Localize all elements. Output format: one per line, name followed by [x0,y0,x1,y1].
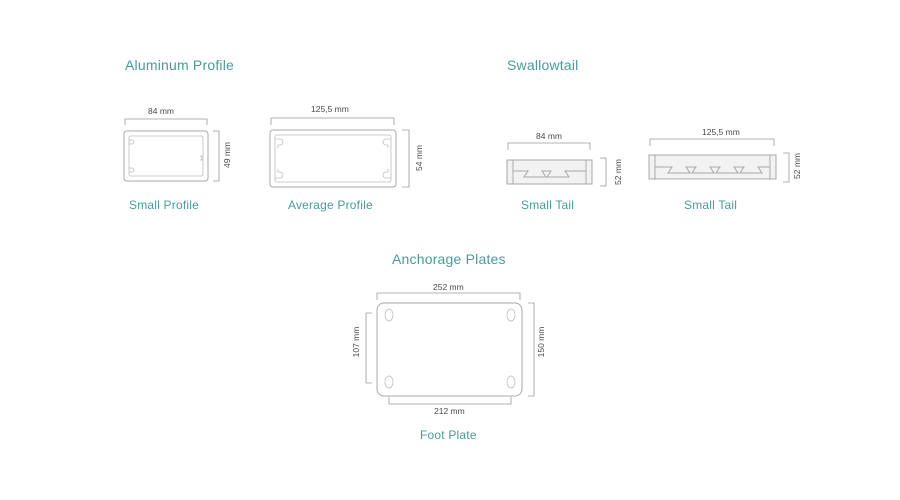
average-profile-width-label: 125,5 mm [311,104,349,114]
foot-plate-drawing [365,292,535,405]
small-tail-width-label: 84 mm [536,131,562,141]
small-tail-large-caption: Small Tail [684,198,738,212]
small-tail-large-height-label: 52 mm [792,153,802,179]
average-profile-caption: Average Profile [288,198,373,212]
swallowtail-title: Swallowtail [507,57,579,73]
small-profile-drawing [123,118,220,182]
anchorage-plates-title: Anchorage Plates [392,251,506,267]
small-tail-large-drawing [648,138,790,183]
small-tail-large-width-label: 125,5 mm [702,127,740,137]
small-tail-height-label: 52 mm [613,159,623,185]
aluminum-profile-title: Aluminum Profile [125,57,235,73]
foot-plate-height-label: 150 mm [536,326,546,358]
average-profile-height-label: 54 mm [414,145,424,171]
foot-plate-hole-height-label: 107 mm [351,326,361,358]
small-tail-drawing [506,142,607,187]
foot-plate-hole-width-label: 212 mm [434,406,465,416]
average-profile-drawing [269,117,410,188]
foot-plate-caption: Foot Plate [420,428,477,442]
small-tail-caption: Small Tail [521,198,575,212]
small-profile-width-label: 84 mm [148,106,174,116]
foot-plate-width-label: 252 mm [433,282,464,292]
small-profile-caption: Small Profile [129,198,199,212]
small-profile-height-label: 49 mm [222,142,232,168]
